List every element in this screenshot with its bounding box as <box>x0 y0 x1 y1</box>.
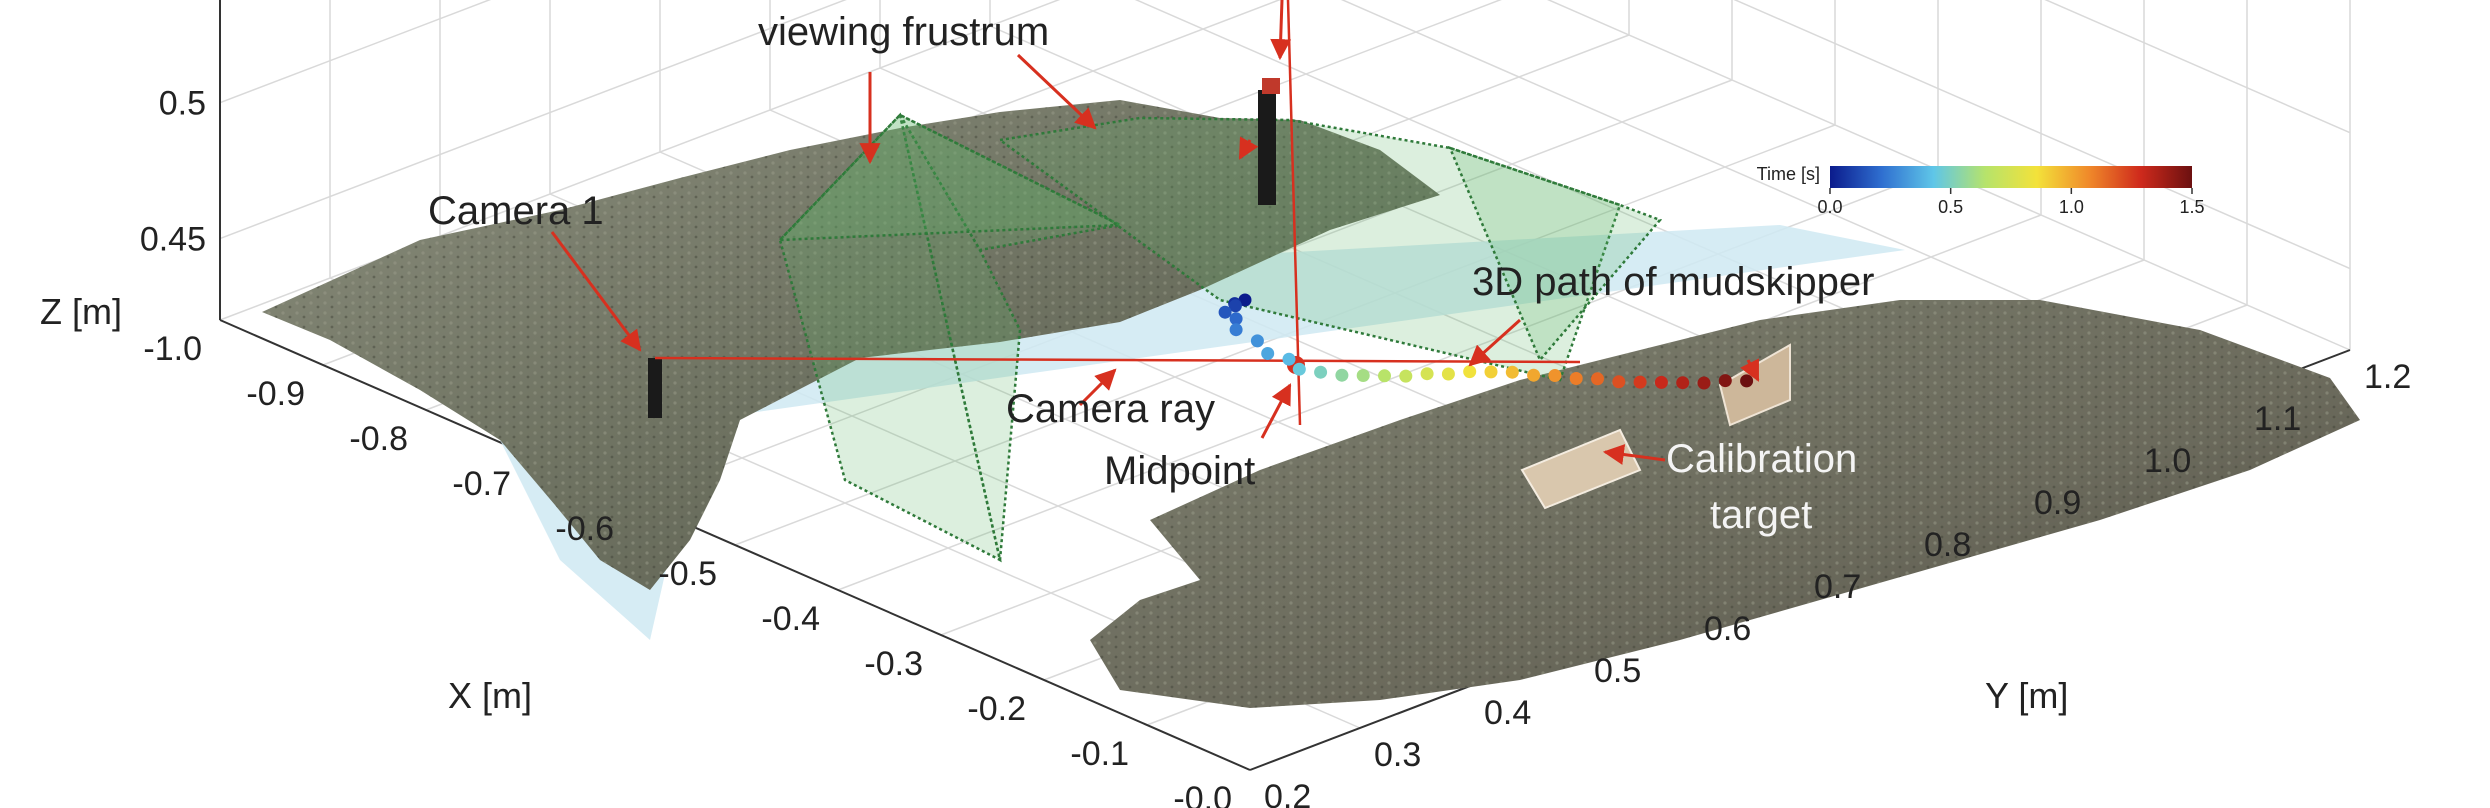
y-tick-label: 1.2 <box>2364 358 2411 396</box>
path-point <box>1238 293 1252 307</box>
colorbar-tick-label: 1.5 <box>2179 197 2204 217</box>
path-point <box>1218 305 1232 319</box>
path-point <box>1612 375 1626 389</box>
x-tick-label: -0.6 <box>555 510 614 548</box>
annotation-camera-1: Camera 1 <box>428 189 604 233</box>
y-tick-label: 0.5 <box>1594 652 1641 690</box>
x-tick-label: -0.1 <box>1070 735 1129 773</box>
path-point <box>1229 312 1243 326</box>
colorbar-tick-label: 0.5 <box>1938 197 1963 217</box>
path-point <box>1654 375 1668 389</box>
path-point <box>1740 374 1754 388</box>
path-point <box>1484 365 1498 379</box>
x-tick-label: -0.7 <box>452 465 511 503</box>
annotation-arrows <box>550 0 1760 465</box>
y-tick-label: 0.3 <box>1374 736 1421 774</box>
x-tick-label: -0.2 <box>967 690 1026 728</box>
x-axis-line <box>219 319 1251 771</box>
left-mud-texture <box>262 100 1440 590</box>
calibration-target-2 <box>1718 343 1791 427</box>
y-tick-label: 0.7 <box>1814 568 1861 606</box>
colorbar-tick-label: 0.0 <box>1817 197 1842 217</box>
y-tick-label: 0.6 <box>1704 610 1751 648</box>
annotation-viewing-frustrum: viewing frustrum <box>758 10 1049 54</box>
path-point <box>1441 367 1455 381</box>
annotation-midpoint: Midpoint <box>1104 449 1255 493</box>
path-point <box>1261 347 1275 360</box>
z-tick-label: 0.5 <box>159 85 206 123</box>
x-tick-label: -0.0 <box>1173 780 1232 808</box>
camera-rays <box>654 0 1581 426</box>
path-point <box>1505 365 1519 379</box>
path-point <box>1676 376 1690 390</box>
x-axis-label: X [m] <box>448 675 532 716</box>
path-point <box>1314 365 1328 379</box>
camera-2-top <box>1262 78 1280 94</box>
path-point <box>1420 367 1434 381</box>
x-tick-label: -0.9 <box>246 375 305 413</box>
path-point <box>1569 372 1583 385</box>
colorbar-label: Time [s] <box>1757 164 1820 184</box>
grid-line <box>219 0 2351 134</box>
colorbar-gradient <box>1830 166 2192 188</box>
camera-2-marker <box>1258 90 1276 205</box>
path-point <box>1292 362 1306 376</box>
path-point <box>1228 299 1242 313</box>
x-tick-label: -0.8 <box>349 420 408 458</box>
annotation-path: 3D path of mudskipper <box>1472 260 1874 304</box>
camera-1-marker <box>648 358 662 418</box>
x-tick-label: -0.4 <box>761 600 820 638</box>
path-point <box>1378 369 1391 383</box>
y-tick-label: 0.2 <box>1264 778 1311 808</box>
colorbar: Time [s] 0.0 0.5 1.0 1.5 <box>1757 164 2205 217</box>
y-tick-label: 0.8 <box>1924 526 1971 564</box>
y-tick-label: 1.0 <box>2144 442 2191 480</box>
path-point <box>1399 369 1413 383</box>
path-point <box>1718 374 1732 388</box>
path-point <box>1591 372 1604 386</box>
annotation-camera-ray: Camera ray <box>1006 387 1215 431</box>
x-tick-label: -0.5 <box>658 555 717 593</box>
path-point <box>1356 369 1370 382</box>
tick-labels: -1.0 -0.9 -0.8 -0.7 -0.6 -0.5 -0.4 -0.3 -0.2 -0.1… <box>140 85 2411 808</box>
x-tick-label: -0.3 <box>864 645 923 683</box>
path-point <box>1548 369 1562 382</box>
z-axis-label: Z [m] <box>40 291 122 332</box>
annotation-calibration-line2: target <box>1710 493 1812 537</box>
path-point <box>1282 352 1296 366</box>
grid-line <box>219 0 2351 270</box>
path-point <box>1633 375 1647 389</box>
x-tick-label: -1.0 <box>143 330 202 368</box>
right-mud-texture <box>1090 300 2360 708</box>
annotation-calibration-line1: Calibration <box>1666 437 1857 481</box>
path-point <box>1697 376 1711 390</box>
colorbar-tick-label: 1.0 <box>2059 197 2084 217</box>
path-point <box>1527 368 1541 382</box>
y-axis-label: Y [m] <box>1985 675 2068 716</box>
z-tick-label: 0.45 <box>140 221 206 259</box>
path-point <box>1463 365 1477 379</box>
viewing-frustum-2 <box>996 116 1663 382</box>
path-point <box>1229 323 1243 337</box>
y-tick-label: 1.1 <box>2254 400 2301 438</box>
y-tick-label: 0.9 <box>2034 484 2081 522</box>
path-point <box>1250 334 1264 348</box>
y-tick-label: 0.4 <box>1484 694 1531 732</box>
path-point <box>1335 368 1349 382</box>
viewing-frustum-1 <box>776 111 1125 563</box>
colorbar-ticks: 0.0 0.5 1.0 1.5 <box>1817 188 2205 217</box>
